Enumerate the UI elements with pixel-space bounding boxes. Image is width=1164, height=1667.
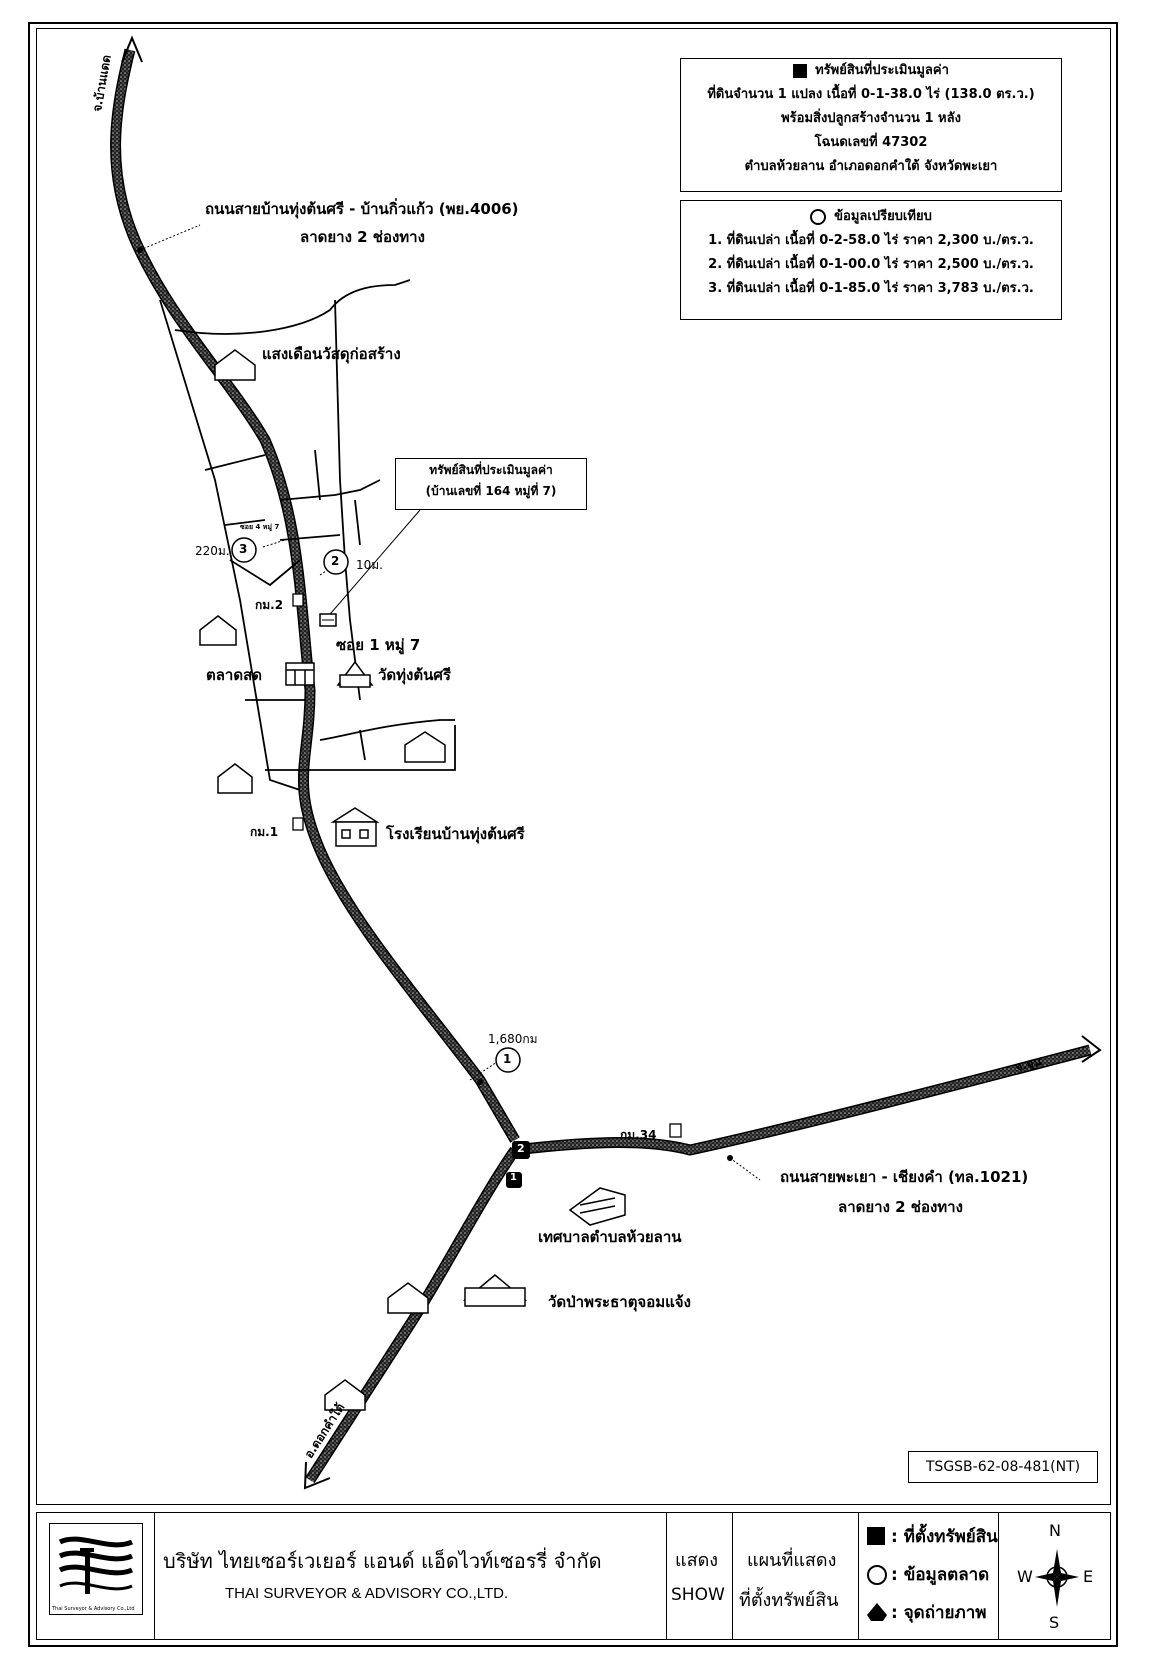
photo-point-1-number: 1 — [510, 1172, 517, 1183]
comparable-box-title: ข้อมูลเปรียบเทียบ — [834, 209, 932, 224]
comparable-item-2: 2. ที่ดินเปล่า เนื้อที่ 0-1-00.0 ไร่ ราค… — [708, 257, 1034, 272]
local-streets — [159, 279, 456, 791]
subject-callout-line — [324, 509, 421, 621]
east-road-name: ถนนสายพะเยา - เชียงคำ (ทล.1021) — [780, 1168, 1029, 1186]
comparable-marker-2[interactable] — [323, 549, 349, 575]
footer: Thai Surveyor & Advisory Co.,Ltd บริษัท … — [36, 1512, 1111, 1640]
north-arrow-end — [121, 35, 143, 63]
comparable-marker-1-number: 1 — [503, 1052, 512, 1066]
north-road-surface: ลาดยาง 2 ช่องทาง — [300, 228, 425, 246]
legend-market-icon — [867, 1565, 887, 1585]
compass-e: E — [1083, 1567, 1094, 1586]
soi-label: ซอย 1 หมู่ 7 — [336, 636, 421, 654]
market-label: ตลาดสด — [206, 666, 262, 684]
compass-cell: N S W E — [999, 1513, 1111, 1639]
comp1-point — [477, 1079, 483, 1085]
small-soi-label: ซอย 4 หมู่ 7 — [240, 523, 280, 531]
dist-220-label: 220ม. — [195, 544, 230, 558]
north-road-name: ถนนสายบ้านทุ่งต้นศรี - บ้านกิ่วแก้ว (พย.… — [205, 200, 519, 218]
school-icon — [330, 807, 380, 847]
legend-photo-icon — [867, 1603, 887, 1621]
municipality-building-icon — [568, 1187, 626, 1226]
circle-icon — [810, 208, 827, 225]
company-name-en: THAI SURVEYOR & ADVISORY CO.,LTD. — [225, 1585, 509, 1602]
logo-caption: Thai Surveyor & Advisory Co.,Ltd — [52, 1606, 135, 1612]
compass-s: S — [1049, 1613, 1060, 1632]
map-title-cell: แผนที่แสดง ที่ตั้งทรัพย์สิน — [733, 1513, 859, 1639]
comparable-data-box: ข้อมูลเปรียบเทียบ 1. ที่ดินเปล่า เนื้อที… — [680, 200, 1062, 320]
compass-rose-icon — [1035, 1549, 1079, 1607]
comparable-item-1: 1. ที่ดินเปล่า เนื้อที่ 0-2-58.0 ไร่ ราค… — [708, 233, 1034, 248]
school-label: โรงเรียนบ้านทุ่งต้นศรี — [386, 825, 525, 843]
comparable-item-3: 3. ที่ดินเปล่า เนื้อที่ 0-1-85.0 ไร่ ราค… — [708, 281, 1034, 296]
subject-callout-box: ทรัพย์สินที่ประเมินมูลค่า (บ้านเลขที่ 16… — [395, 458, 587, 510]
subject-box-line4: ตำบลห้วยลาน อำเภอดอกคำใต้ จังหวัดพะเยา — [744, 159, 998, 174]
photo-point-2[interactable] — [512, 1141, 530, 1159]
compass-w: W — [1017, 1567, 1033, 1586]
company-name-th: บริษัท ไทยเซอร์เวเยอร์ แอนด์ แอ็ดไวท์เซอ… — [163, 1549, 602, 1573]
comparable-marker-3[interactable] — [231, 537, 257, 563]
east-road-surface: ลาดยาง 2 ช่องทาง — [838, 1198, 963, 1216]
company-logo: Thai Surveyor & Advisory Co.,Ltd — [49, 1523, 143, 1615]
legend-photo-label: : จุดถ่ายภาพ — [891, 1603, 987, 1623]
dist-10-label: 10ม. — [356, 558, 383, 572]
map-title-line1: แผนที่แสดง — [747, 1550, 837, 1571]
market-icon — [285, 662, 315, 686]
km-post-icon — [292, 593, 682, 1138]
outer-frame — [28, 22, 1118, 1647]
property-square-icon — [793, 63, 808, 78]
photo-point-1[interactable] — [506, 1172, 522, 1188]
legend-property-label: : ที่ตั้งทรัพย์สิน — [891, 1527, 998, 1547]
subject-callout-line1: ทรัพย์สินที่ประเมินมูลค่า — [429, 463, 553, 477]
show-cell: แสดง SHOW — [667, 1513, 733, 1639]
logo-waves-icon — [58, 1536, 134, 1594]
subject-box-line2: พร้อมสิ่งปลูกสร้างจำนวน 1 หลัง — [781, 111, 961, 126]
comparable-marker-3-number: 3 — [239, 542, 248, 556]
compass-n: N — [1049, 1521, 1061, 1540]
south-arrow-end — [303, 1461, 331, 1490]
subject-callout-line2: (บ้านเลขที่ 164 หมู่ที่ 7) — [425, 484, 557, 498]
subject-box-title: ทรัพย์สินที่ประเมินมูลค่า — [815, 63, 949, 78]
comparable-marker-1[interactable] — [495, 1047, 521, 1073]
east-road-point — [727, 1155, 733, 1161]
legend-property-icon — [867, 1527, 885, 1545]
map-title-line2: ที่ตั้งทรัพย์สิน — [739, 1590, 839, 1611]
km2-label: กม.2 — [255, 598, 284, 612]
subject-property-box: ทรัพย์สินที่ประเมินมูลค่า ที่ดินจำนวน 1 … — [680, 58, 1062, 192]
dist-1680-label: 1,680กม — [488, 1032, 538, 1046]
temple-icon — [336, 660, 528, 1307]
east-road — [514, 1044, 1092, 1156]
property-marker[interactable] — [319, 613, 337, 627]
show-label-en: SHOW — [671, 1585, 725, 1605]
legend-cell: : ที่ตั้งทรัพย์สิน : ข้อมูลตลาด : จุดถ่า… — [859, 1513, 999, 1639]
km1-label: กม.1 — [250, 825, 279, 839]
subject-box-line1: ที่ดินจำนวน 1 แปลง เนื้อที่ 0-1-38.0 ไร่… — [707, 87, 1035, 102]
legend-market-label: : ข้อมูลตลาด — [891, 1565, 990, 1585]
temple2-label: วัดป่าพระธาตุจอมแจ้ง — [548, 1293, 691, 1311]
house-icon — [199, 349, 446, 1411]
comparable-marker-2-number: 2 — [331, 554, 340, 568]
municipality-label: เทศบาลตำบลห้วยลาน — [538, 1228, 682, 1246]
km34-label: กม.34 — [620, 1128, 657, 1142]
photo-point-2-number: 2 — [517, 1142, 525, 1155]
logo-cell: Thai Surveyor & Advisory Co.,Ltd — [37, 1513, 155, 1639]
shop-label: แสงเดือนวัสดุก่อสร้าง — [262, 345, 401, 363]
north-road-point — [137, 247, 143, 253]
show-label-th: แสดง — [675, 1550, 719, 1571]
temple1-label: วัดทุ่งต้นศรี — [378, 666, 451, 684]
subject-box-line3: โฉนดเลขที่ 47302 — [814, 135, 928, 150]
reference-code: TSGSB-62-08-481(NT) — [908, 1451, 1098, 1483]
map-frame — [36, 28, 1111, 1505]
east-arrow-end — [1081, 1035, 1102, 1063]
company-cell: บริษัท ไทยเซอร์เวเยอร์ แอนด์ แอ็ดไวท์เซอ… — [155, 1513, 667, 1639]
